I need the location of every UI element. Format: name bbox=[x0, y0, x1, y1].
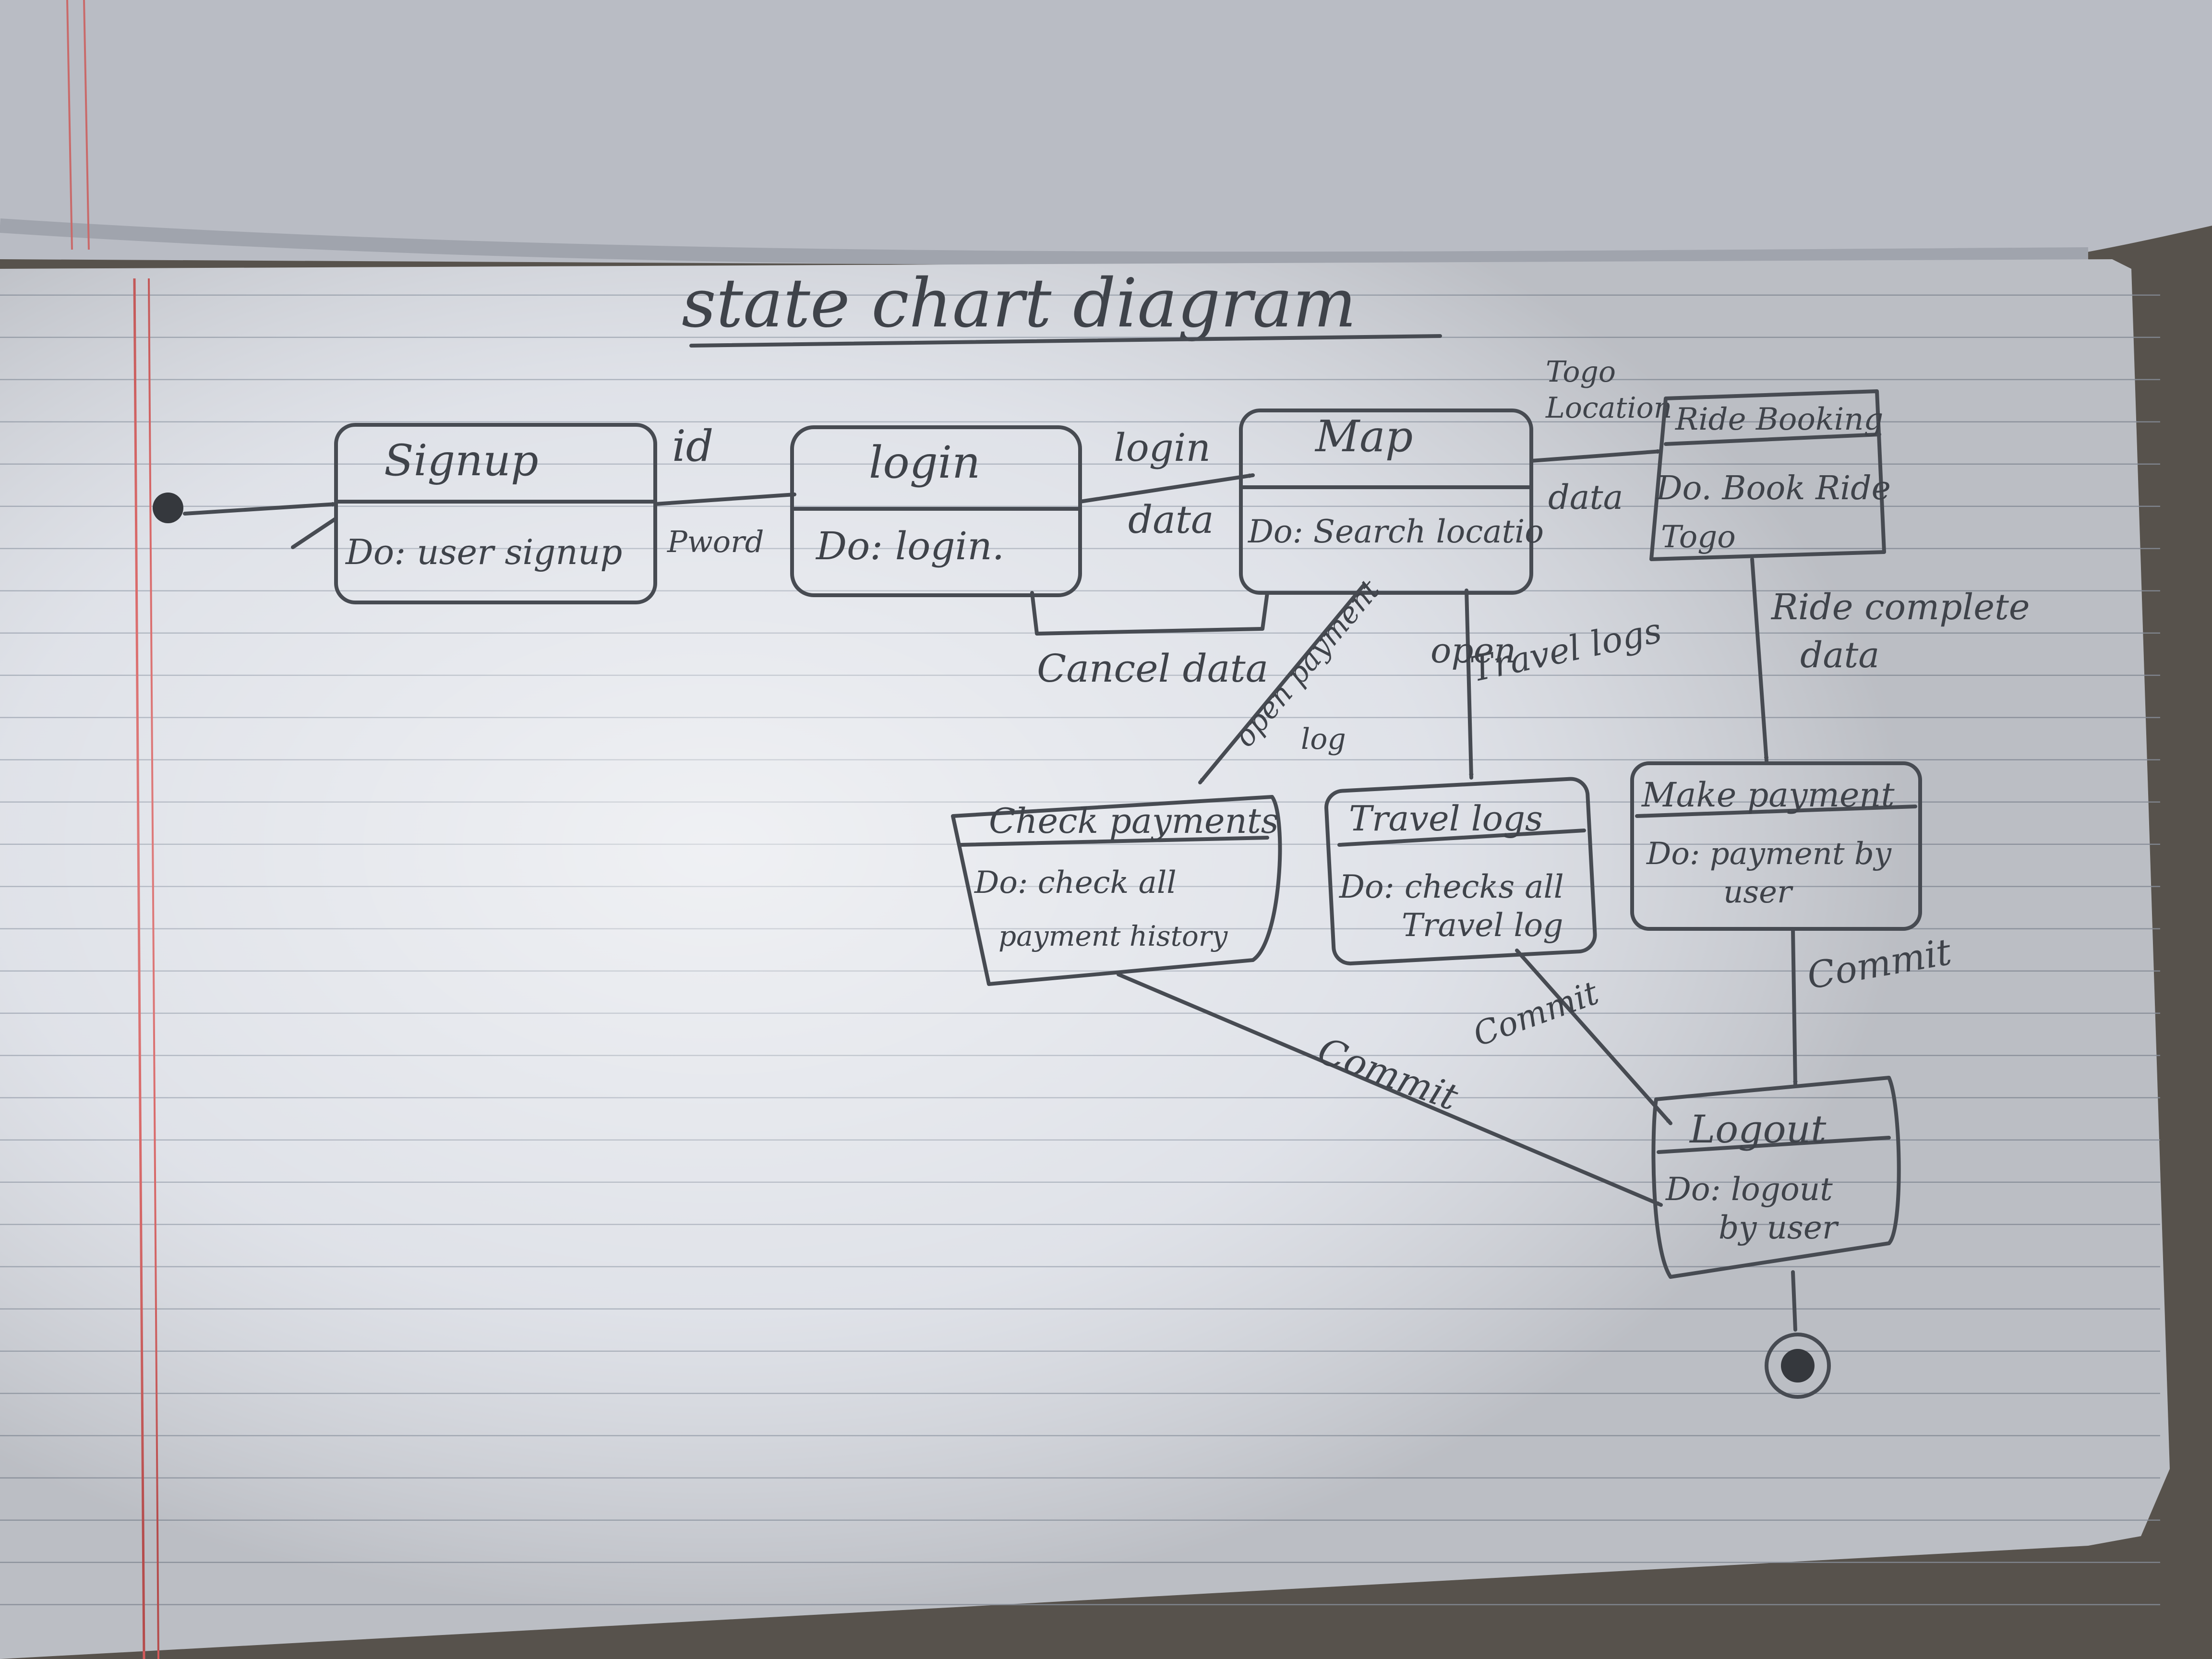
state-map: Map Do: Search locatio bbox=[1239, 409, 1544, 595]
transition-map-ride bbox=[1529, 451, 1663, 463]
transition-ride-complete-label-1: Ride complete bbox=[1770, 587, 2030, 628]
state-check-payment-name: Check payments bbox=[989, 801, 1279, 841]
state-travel-logs-name: Travel logs bbox=[1349, 798, 1543, 839]
state-login: login Do: login. bbox=[790, 425, 1082, 597]
state-travel-logs-activity-2: Travel log bbox=[1402, 907, 1563, 944]
transition-ride-complete-label-2: data bbox=[1800, 635, 1879, 676]
transition-togo-label-1: Togo bbox=[1546, 355, 1616, 389]
transition-id-label: id bbox=[672, 421, 713, 471]
state-signup-activity: Do: user signup bbox=[345, 532, 622, 572]
transition-login-map bbox=[1078, 473, 1255, 504]
state-travel-logs: Travel logs Do: checks all Travel log bbox=[1324, 777, 1597, 966]
transition-logout-final bbox=[1791, 1270, 1797, 1332]
transition-login-data-label-2: data bbox=[1128, 497, 1214, 542]
state-ride-booking-activity-2: Togo bbox=[1661, 519, 1736, 555]
transition-ride-make-payment bbox=[1750, 557, 1767, 763]
state-ride-booking-name: Ride Booking bbox=[1675, 402, 1883, 437]
state-make-payment-name: Make payment bbox=[1641, 775, 1895, 815]
state-ride-booking-activity: Do. Book Ride bbox=[1655, 469, 1891, 507]
state-logout: Logout Do: logout by user bbox=[1651, 1076, 1901, 1279]
final-state bbox=[1781, 1349, 1815, 1382]
transition-check-payment-logout bbox=[1117, 973, 1663, 1207]
transition-map-check-payment bbox=[1198, 584, 1365, 784]
state-check-payment: Check payments Do: check all payment his… bbox=[951, 795, 1282, 986]
state-check-payment-activity-2: payment history bbox=[998, 920, 1228, 952]
state-make-payment-activity-2: user bbox=[1723, 875, 1793, 910]
state-travel-logs-activity: Do: checks all bbox=[1339, 868, 1564, 905]
transition-travel-logs-logout bbox=[1515, 949, 1672, 1125]
transition-open-travel-label-1: open bbox=[1431, 630, 1516, 671]
transition-login-data-label-1: login bbox=[1114, 425, 1211, 470]
transition-signup-login bbox=[653, 494, 796, 506]
state-logout-name: Logout bbox=[1689, 1107, 1827, 1152]
transition-map-travel-logs bbox=[1465, 589, 1471, 780]
title-underline bbox=[689, 334, 1442, 348]
final-state-ring bbox=[1765, 1333, 1831, 1399]
curled-top-page bbox=[0, 0, 2212, 275]
state-login-activity: Do: login. bbox=[815, 524, 1004, 568]
state-make-payment-activity: Do: payment by bbox=[1646, 836, 1892, 872]
initial-transition bbox=[183, 504, 338, 516]
state-map-name: Map bbox=[1314, 411, 1413, 462]
transition-location-data-label: data bbox=[1548, 478, 1623, 517]
state-map-activity: Do: Search locatio bbox=[1248, 513, 1544, 550]
state-signup-name: Signup bbox=[384, 435, 539, 486]
transition-togo-label-2: Location bbox=[1545, 391, 1672, 425]
transition-password-label: Pword bbox=[667, 524, 764, 559]
initial-state bbox=[153, 493, 183, 523]
state-login-name: login bbox=[869, 437, 980, 488]
diagram-title: state chart diagram bbox=[682, 264, 1357, 343]
transition-open-payment-label-2: log bbox=[1301, 722, 1346, 756]
state-make-payment: Make payment Do: payment by user bbox=[1630, 761, 1922, 931]
state-logout-activity-2: by user bbox=[1719, 1209, 1839, 1246]
state-ride-booking: Ride Booking Do. Book Ride Togo bbox=[1649, 389, 1891, 561]
state-signup: Signup Do: user signup bbox=[334, 423, 657, 604]
transition-cancel-data-label: Cancel data bbox=[1037, 646, 1268, 691]
state-logout-activity: Do: logout bbox=[1665, 1171, 1833, 1208]
transition-make-payment-logout bbox=[1791, 927, 1795, 1087]
transition-map-login-cancel bbox=[1032, 591, 1269, 636]
state-check-payment-activity: Do: check all bbox=[974, 865, 1177, 901]
